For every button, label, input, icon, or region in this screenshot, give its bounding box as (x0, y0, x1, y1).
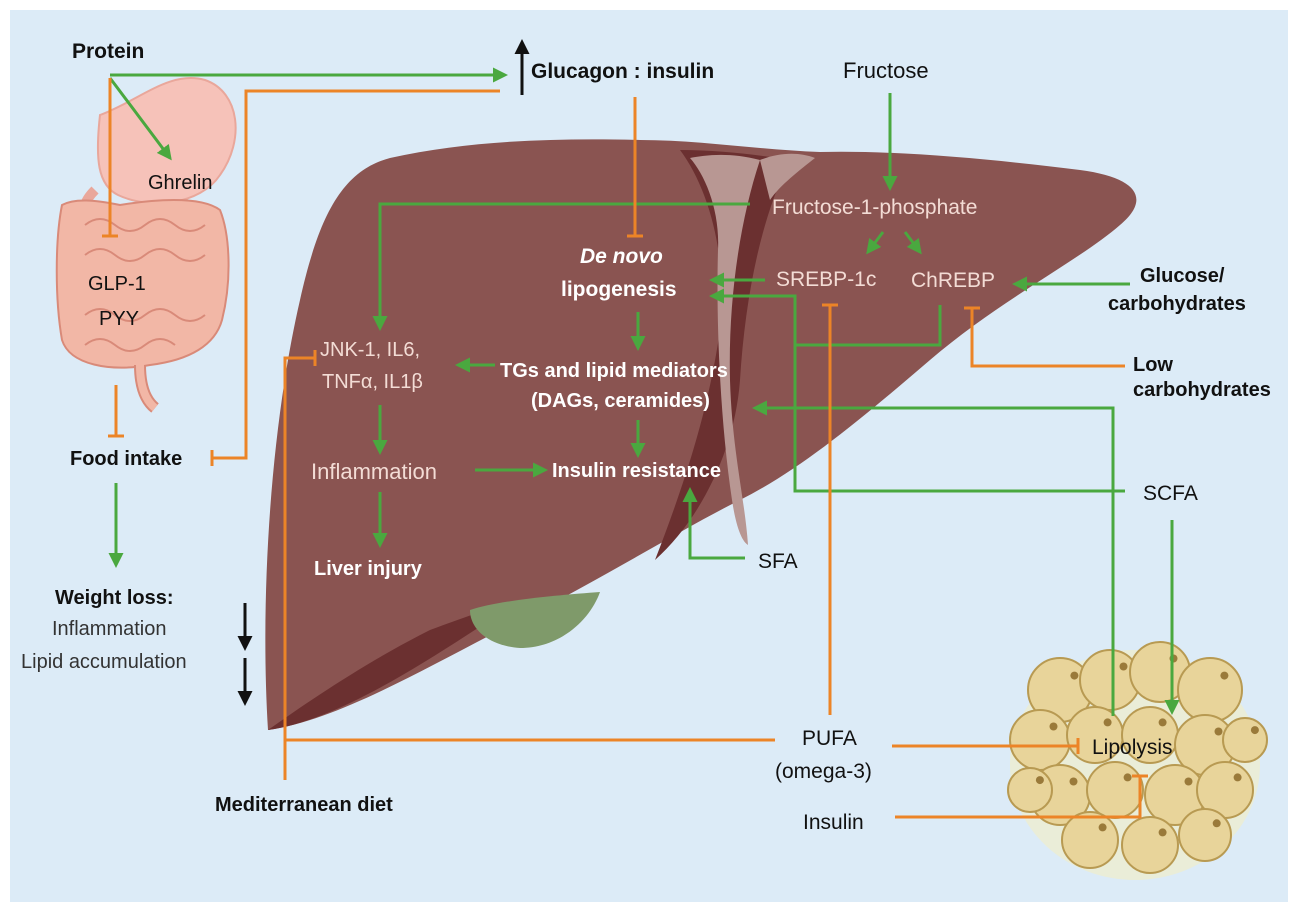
jnk-line1-label: JNK-1, IL6, (320, 340, 420, 360)
de-novo-label: De novo (580, 246, 663, 267)
liver-injury-label: Liver injury (314, 559, 422, 579)
glp1-label: GLP-1 (88, 274, 146, 294)
glucose-line2-label: carbohydrates (1108, 294, 1246, 314)
ghrelin-label: Ghrelin (148, 173, 212, 193)
sfa-label: SFA (758, 551, 798, 572)
insulin-resistance-label: Insulin resistance (552, 461, 721, 481)
glucose-line1-label: Glucose/ (1140, 266, 1224, 286)
lipid-accumulation-label: Lipid accumulation (21, 652, 187, 672)
glucagon-insulin-label: Glucagon : insulin (531, 61, 714, 82)
tgs-line1-label: TGs and lipid mediators (500, 361, 728, 381)
intestine-icon (57, 200, 229, 408)
jnk-line2-label: TNFα, IL1β (322, 372, 423, 392)
protein-label: Protein (72, 41, 144, 62)
lipolysis-label: Lipolysis (1092, 737, 1173, 758)
pufa-line2-label: (omega-3) (775, 761, 872, 782)
fructose-1-phosphate-label: Fructose-1-phosphate (772, 197, 977, 218)
low-carb-line1-label: Low (1133, 355, 1173, 375)
low-carb-line2-label: carbohydrates (1133, 380, 1271, 400)
stomach-icon (85, 78, 236, 220)
food-intake-label: Food intake (70, 449, 182, 469)
insulin-label: Insulin (803, 812, 864, 833)
scfa-label: SCFA (1143, 483, 1198, 504)
inflammation-liver-label: Inflammation (311, 461, 437, 483)
lipogenesis-label: lipogenesis (561, 279, 677, 300)
fructose-label: Fructose (843, 60, 929, 82)
mediterranean-diet-label: Mediterranean diet (215, 795, 393, 815)
inflammation-outcome-label: Inflammation (52, 619, 167, 639)
low-carb-inhibits-chrebp (972, 308, 1125, 366)
weight-loss-label: Weight loss: (55, 588, 174, 608)
srebp1c-label: SREBP-1c (776, 269, 876, 290)
chrebp-label: ChREBP (911, 270, 995, 291)
pufa-line1-label: PUFA (802, 728, 857, 749)
liver-icon (265, 139, 1136, 730)
pyy-label: PYY (99, 309, 139, 329)
tgs-line2-label: (DAGs, ceramides) (531, 391, 710, 411)
adipose-tissue-icon (1008, 642, 1267, 880)
